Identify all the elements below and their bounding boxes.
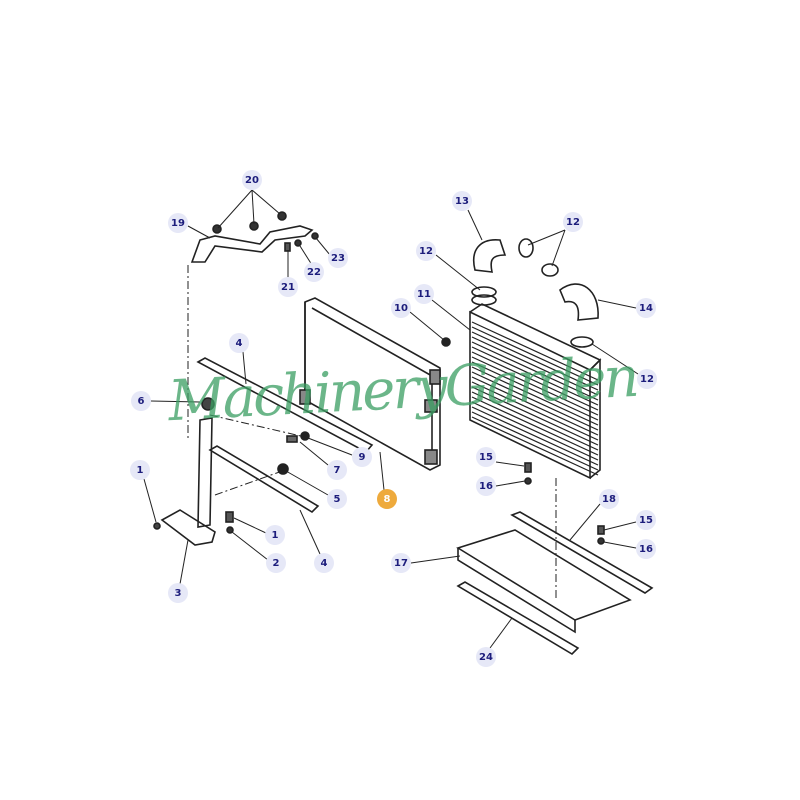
- part-callout[interactable]: 4: [229, 333, 249, 353]
- part-callout[interactable]: 16: [476, 476, 496, 496]
- cooler-fin: [471, 331, 599, 391]
- intercooler-11: [469, 303, 602, 480]
- cooler-fin: [471, 386, 599, 446]
- cooler-fin: [471, 381, 599, 441]
- part-callout[interactable]: 17: [391, 553, 411, 573]
- cooler-fin: [471, 416, 599, 476]
- cooler-fin: [471, 411, 599, 471]
- part-callout[interactable]: 16: [636, 539, 656, 559]
- part-callout[interactable]: 8: [377, 489, 397, 509]
- bar-4-upper: [196, 357, 374, 454]
- cooler-fin: [471, 401, 599, 461]
- tray-17: [456, 529, 632, 621]
- rail-18: [510, 511, 654, 594]
- strip-24: [456, 581, 580, 656]
- bar-4-lower: [208, 445, 320, 514]
- part-callout[interactable]: 6: [131, 391, 151, 411]
- cooler-fin: [471, 366, 599, 426]
- bracket-19: [190, 225, 314, 263]
- cooler-fin: [471, 341, 599, 401]
- hose-13: [473, 239, 507, 273]
- cooler-fin: [471, 406, 599, 466]
- cooler-fin: [471, 356, 599, 416]
- part-callout[interactable]: 12: [563, 212, 583, 232]
- cooler-fin: [471, 371, 599, 431]
- cooler-fin: [471, 361, 599, 421]
- part-callout[interactable]: 22: [304, 262, 324, 282]
- part-callout[interactable]: 13: [452, 191, 472, 211]
- stand-3: [197, 417, 213, 528]
- hose-14: [559, 283, 599, 321]
- cooler-fin: [471, 376, 599, 436]
- part-callout[interactable]: 1: [130, 460, 150, 480]
- part-callout[interactable]: 21: [278, 277, 298, 297]
- part-callout[interactable]: 24: [476, 647, 496, 667]
- cooler-fin: [471, 336, 599, 396]
- part-callout[interactable]: 14: [636, 298, 656, 318]
- part-callout[interactable]: 2: [266, 553, 286, 573]
- part-callout[interactable]: 10: [391, 298, 411, 318]
- cooler-fin: [471, 321, 599, 381]
- part-callout[interactable]: 4: [314, 553, 334, 573]
- part-callout[interactable]: 19: [168, 213, 188, 233]
- part-callout[interactable]: 20: [242, 170, 262, 190]
- cooler-fin: [471, 396, 599, 456]
- cooler-fin: [471, 351, 599, 411]
- part-callout[interactable]: 12: [637, 369, 657, 389]
- part-callout[interactable]: 9: [352, 447, 372, 467]
- part-callout[interactable]: 7: [327, 460, 347, 480]
- part-callout[interactable]: 18: [599, 489, 619, 509]
- part-callout[interactable]: 15: [636, 510, 656, 530]
- part-callout[interactable]: 11: [414, 284, 434, 304]
- part-callout[interactable]: 12: [416, 241, 436, 261]
- part-callout[interactable]: 23: [328, 248, 348, 268]
- part-callout[interactable]: 1: [265, 525, 285, 545]
- part-callout[interactable]: 3: [168, 583, 188, 603]
- cooler-fin: [471, 326, 599, 386]
- cooler-fin: [471, 391, 599, 451]
- part-callout[interactable]: 5: [327, 489, 347, 509]
- part-callout[interactable]: 15: [476, 447, 496, 467]
- cooler-fin: [471, 346, 599, 406]
